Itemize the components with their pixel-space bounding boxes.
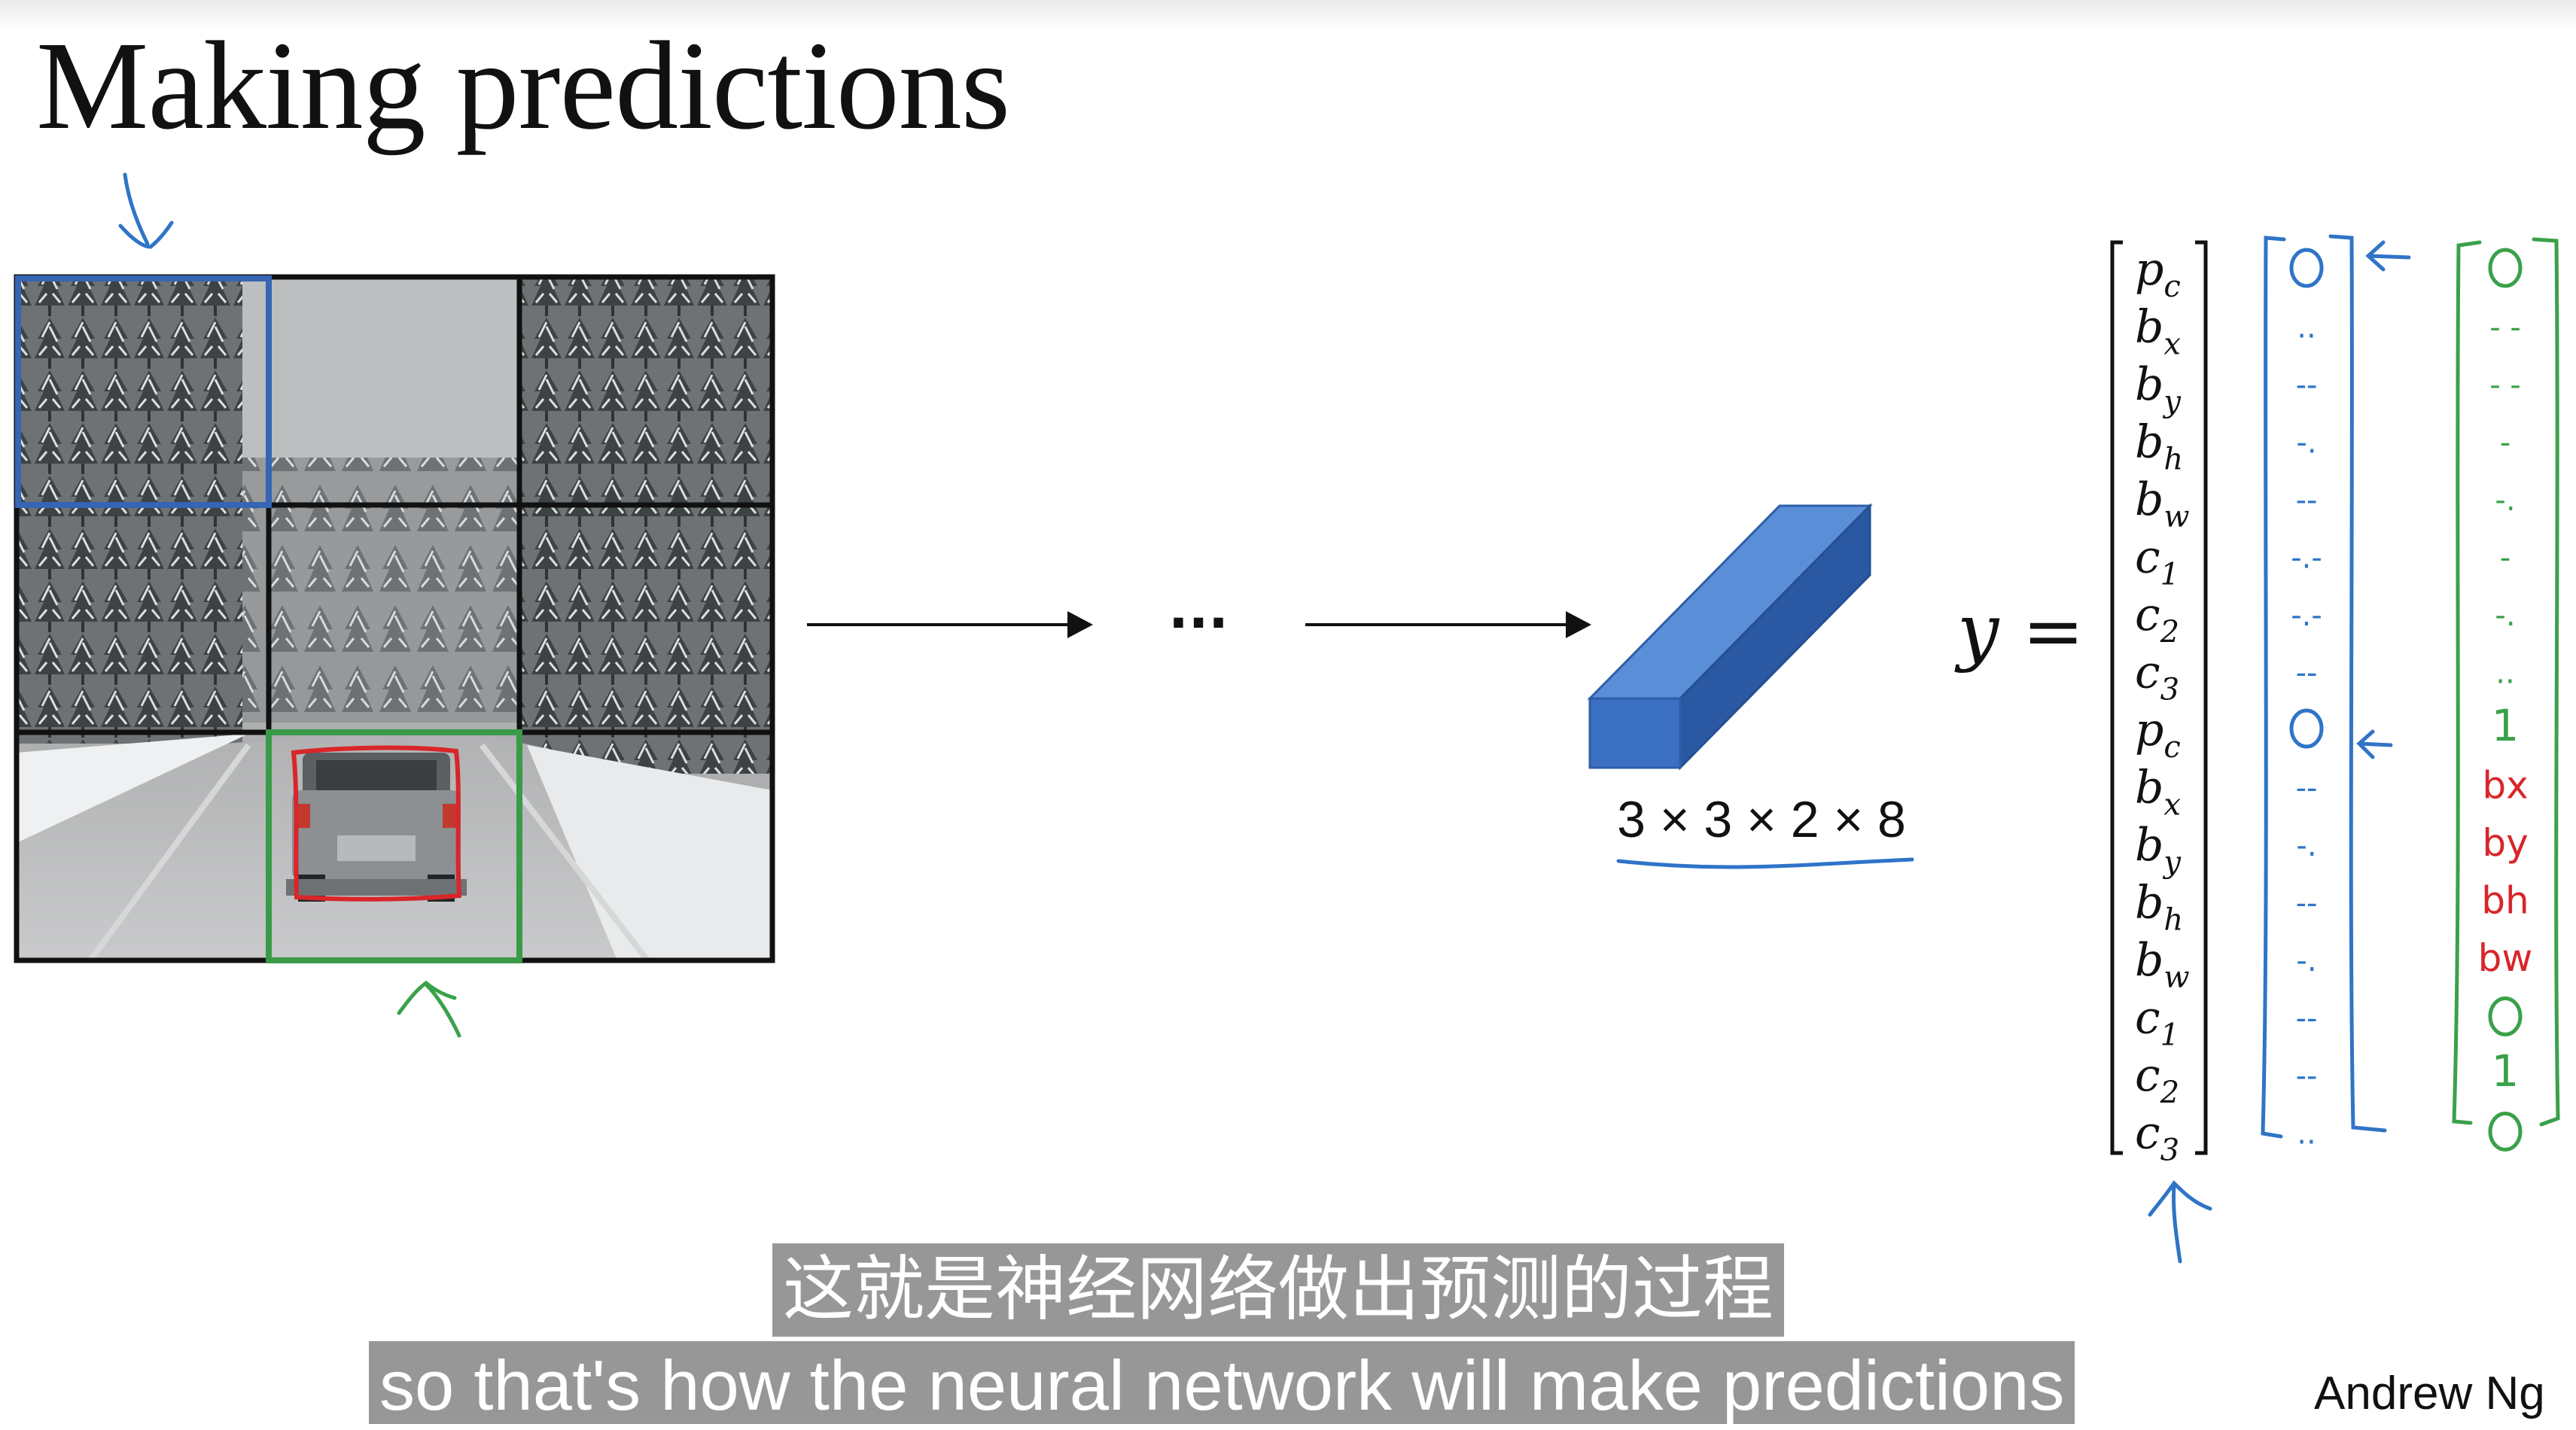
pipeline-arrow-2 — [1305, 611, 1591, 638]
vector-value: -- — [2296, 1002, 2318, 1036]
vector-value: bw — [2478, 936, 2533, 980]
vector-value: -- — [2296, 368, 2318, 403]
vector-value: -.- — [2291, 598, 2322, 633]
blue-anchor-vector-bracket — [2261, 234, 2411, 1139]
y-vector-entry: pc — [2135, 704, 2181, 765]
y-vector-entry: c2 — [2135, 1049, 2179, 1110]
vector-value: .. — [2495, 656, 2514, 691]
y-equals-label: y = — [1954, 589, 2084, 674]
y-vector-entry: c2 — [2135, 589, 2179, 650]
vector-value-zero — [2289, 248, 2324, 288]
output-shape-underline — [1616, 857, 1914, 869]
vector-value: .. — [2297, 311, 2316, 345]
top-gradient-band — [0, 0, 2576, 30]
vector-value: -. — [2296, 426, 2316, 461]
vector-value: - — [2500, 541, 2511, 576]
vector-value: 1 — [2492, 1045, 2520, 1097]
y-vector-entry: bh — [2135, 877, 2183, 938]
y-vector-entry: c1 — [2135, 531, 2179, 592]
vector-value: - — [2500, 426, 2511, 461]
pipeline-ellipsis: ··· — [1168, 592, 1229, 654]
vector-value: bx — [2482, 764, 2528, 808]
y-vector-entry: c3 — [2135, 1107, 2179, 1168]
y-vector-entry: bx — [2135, 301, 2181, 362]
car-image — [286, 753, 467, 902]
vector-value: -- — [2296, 1059, 2318, 1094]
pipeline-arrow-1 — [807, 611, 1093, 638]
blue-pointer-arrow — [118, 172, 174, 249]
vector-value-zero — [2488, 1112, 2523, 1152]
y-vector-entry: bw — [2135, 473, 2190, 534]
vector-value: -. — [2495, 483, 2515, 518]
vector-value: 1 — [2492, 700, 2520, 751]
vector-value-zero — [2289, 708, 2324, 749]
y-vector-entry: c3 — [2135, 647, 2179, 707]
vector-value: -. — [2296, 944, 2316, 978]
road-scene-image — [17, 277, 772, 963]
green-pointer-arrow — [397, 980, 461, 1038]
author-credit: Andrew Ng — [2314, 1368, 2545, 1419]
subtitle-english: so that's how the neural network will ma… — [369, 1341, 2075, 1425]
output-volume-block — [1587, 503, 1873, 771]
subtitle-chinese: 这就是神经网络做出预测的过程 — [772, 1243, 1785, 1337]
blue-highlight-cell — [15, 275, 272, 508]
vector-value: -- — [2296, 656, 2318, 691]
green-highlight-cell — [266, 729, 522, 963]
slide-title: Making predictions — [36, 16, 1010, 156]
vector-value: -. — [2495, 598, 2515, 633]
y-vector-entry: by — [2135, 819, 2182, 880]
vector-value: -- — [2296, 771, 2318, 806]
car-bounding-box — [291, 745, 462, 902]
vector-value: - - — [2489, 311, 2521, 345]
y-vector-entry: pc — [2135, 243, 2181, 304]
vector-value: -- — [2296, 483, 2318, 518]
vector-value: -- — [2296, 887, 2318, 921]
vector-value: -. — [2296, 829, 2316, 863]
output-shape-label: 3 × 3 × 2 × 8 — [1617, 791, 1906, 848]
vector-value-zero — [2488, 248, 2523, 288]
y-vector-entry: bw — [2135, 934, 2190, 995]
blue-vector-entries: .. -- -. -- -.- -.- -- -- -. -- -. -- --.. — [2289, 248, 2324, 1152]
y-vector-pointer-arrow — [2148, 1180, 2212, 1264]
y-vector-bracket — [2110, 240, 2208, 1155]
vector-value: - - — [2489, 368, 2521, 403]
vector-value: bh — [2481, 879, 2529, 923]
y-vector-entry: by — [2135, 358, 2182, 419]
y-vector-entry: bx — [2135, 762, 2181, 823]
vector-value: -.- — [2291, 541, 2322, 576]
y-vector-entry: bh — [2135, 416, 2183, 477]
green-vector-entries: - - - - - -. - -... 1 bx by bh bw 1 — [2478, 248, 2533, 1152]
vector-value: .. — [2297, 1117, 2316, 1152]
y-vector-entry: c1 — [2135, 992, 2179, 1053]
vector-value: by — [2482, 821, 2528, 865]
green-anchor-vector-bracket — [2452, 237, 2560, 1127]
vector-value-zero — [2488, 996, 2523, 1036]
